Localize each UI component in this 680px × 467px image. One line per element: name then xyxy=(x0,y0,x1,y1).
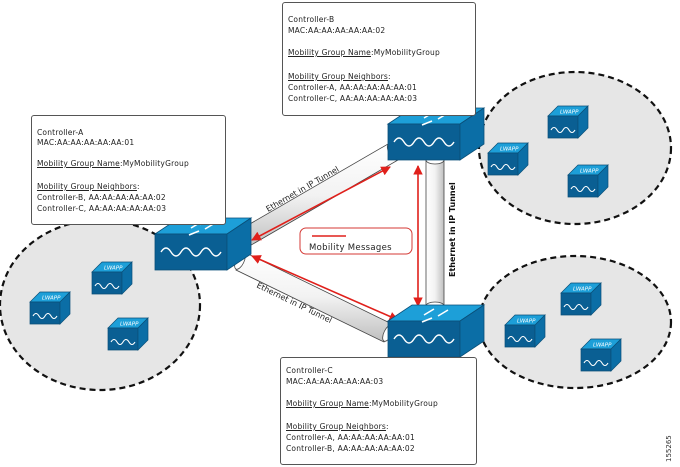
ap-cloud-b xyxy=(477,70,673,226)
controller-b-name: Controller-B xyxy=(288,15,335,24)
access-point-label: LWAPP xyxy=(593,343,612,349)
controller-a-info-box: Controller-A MAC:AA:AA:AA:AA:AA:01 Mobil… xyxy=(31,115,226,225)
access-point-label: LWAPP xyxy=(573,287,592,293)
controller-c-mac: MAC:AA:AA:AA:AA:AA:03 xyxy=(286,377,384,386)
access-point-icon: LWAPP xyxy=(91,261,133,295)
controller-a-device xyxy=(153,217,253,271)
controller-b-info-box: Controller-B MAC:AA:AA:AA:AA:AA:02 Mobil… xyxy=(282,2,476,116)
group-name-label: Mobility Group Name xyxy=(288,48,371,57)
legend-label: Mobility Messages xyxy=(309,243,392,253)
controller-c-device xyxy=(386,304,486,358)
controller-a-mac: MAC:AA:AA:AA:AA:AA:01 xyxy=(37,138,135,147)
group-name-label: Mobility Group Name xyxy=(37,159,120,168)
tunnel-b-c xyxy=(425,155,445,311)
access-point-icon: LWAPP xyxy=(107,317,149,351)
controller-c-neighbor-2: Controller-B, AA:AA:AA:AA:AA:02 xyxy=(286,444,415,453)
controller-a-neighbors-heading: Mobility Group Neighbors: xyxy=(37,182,140,192)
legend: Mobility Messages xyxy=(299,227,413,255)
controller-b-mac: MAC:AA:AA:AA:AA:AA:02 xyxy=(288,26,386,35)
access-point-icon: LWAPP xyxy=(560,282,602,316)
access-point-label: LWAPP xyxy=(560,110,579,116)
tunnel-a-c xyxy=(234,251,394,343)
controller-c-neighbors-heading: Mobility Group Neighbors: xyxy=(286,422,389,432)
access-point-label: LWAPP xyxy=(500,147,519,153)
access-point-label: LWAPP xyxy=(42,296,61,302)
controller-a-neighbor-1: Controller-B, AA:AA:AA:AA:AA:02 xyxy=(37,193,166,202)
access-point-icon: LWAPP xyxy=(547,105,589,139)
neighbors-label: Mobility Group Neighbors xyxy=(286,422,387,431)
group-name-value: :MyMobilityGroup xyxy=(119,159,189,168)
controller-c-group: Mobility Group Name:MyMobilityGroup xyxy=(286,399,438,409)
neighbors-label: Mobility Group Neighbors xyxy=(37,182,138,191)
neighbors-label: Mobility Group Neighbors xyxy=(288,72,389,81)
neighbors-colon: : xyxy=(137,182,140,191)
neighbors-colon: : xyxy=(388,72,391,81)
access-point-icon: LWAPP xyxy=(487,142,529,176)
ap-cloud-c xyxy=(477,254,673,390)
controller-a-group: Mobility Group Name:MyMobilityGroup xyxy=(37,159,189,169)
access-point-label: LWAPP xyxy=(120,322,139,328)
controller-c-info-box: Controller-C MAC:AA:AA:AA:AA:AA:03 Mobil… xyxy=(280,357,477,465)
controller-a-neighbor-2: Controller-C, AA:AA:AA:AA:AA:03 xyxy=(37,204,167,213)
access-point-icon: LWAPP xyxy=(29,291,71,325)
message-arrow-a-c xyxy=(251,255,399,321)
controller-b-neighbor-1: Controller-A, AA:AA:AA:AA:AA:01 xyxy=(288,83,417,92)
controller-b-neighbors-heading: Mobility Group Neighbors: xyxy=(288,72,391,82)
access-point-label: LWAPP xyxy=(104,266,123,272)
controller-c-neighbor-1: Controller-A, AA:AA:AA:AA:AA:01 xyxy=(286,433,415,442)
access-point-label: LWAPP xyxy=(517,319,536,325)
group-name-value: :MyMobilityGroup xyxy=(368,399,438,408)
tunnel-label-b-c: Ethernet in IP Tunnel xyxy=(448,182,457,277)
access-point-label: LWAPP xyxy=(580,169,599,175)
group-name-label: Mobility Group Name xyxy=(286,399,369,408)
access-point-icon: LWAPP xyxy=(504,314,546,348)
figure-id: 155265 xyxy=(665,435,673,462)
group-name-value: :MyMobilityGroup xyxy=(370,48,440,57)
controller-a-name: Controller-A xyxy=(37,128,84,137)
controller-c-name: Controller-C xyxy=(286,366,333,375)
access-point-icon: LWAPP xyxy=(580,338,622,372)
access-points: LWAPP LWAPP LWAPP LWAPP LWAPP LWAPP LWAPP LWAPP… xyxy=(29,105,622,372)
controller-b-neighbor-2: Controller-C, AA:AA:AA:AA:AA:03 xyxy=(288,94,418,103)
message-arrow-a-b xyxy=(251,166,391,241)
access-point-icon: LWAPP xyxy=(567,164,609,198)
neighbors-colon: : xyxy=(386,422,389,431)
controller-b-group: Mobility Group Name:MyMobilityGroup xyxy=(288,48,440,58)
